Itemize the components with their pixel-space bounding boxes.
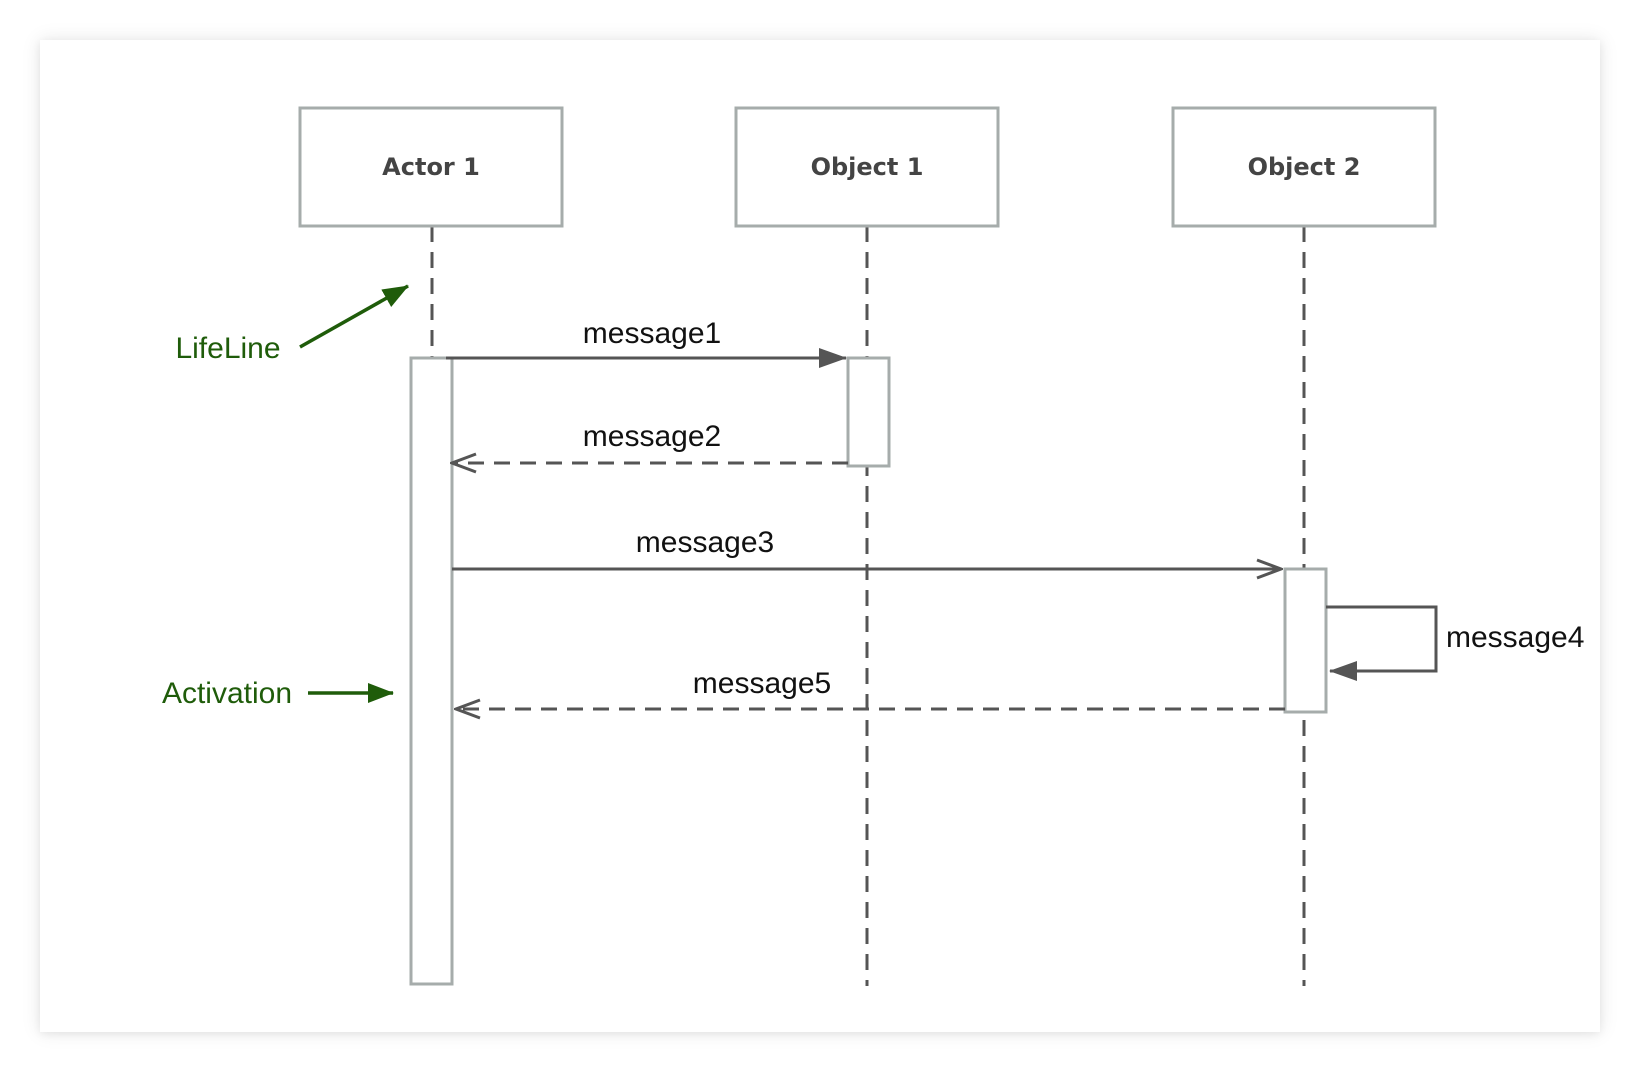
activation-object-2 [1283, 567, 1328, 714]
message-4-arrow [1326, 605, 1438, 681]
participant-label: Object 2 [1248, 153, 1361, 181]
annotation-lifeline-arrow [299, 284, 409, 349]
annotation-activation-label: Activation [162, 677, 292, 710]
annotation-activation: Activation [162, 677, 394, 710]
annotation-lifeline: LifeLine [175, 284, 409, 365]
participant-box [298, 106, 564, 228]
participant-box [1171, 106, 1437, 228]
message-4-label: message4 [1446, 621, 1584, 654]
message-1-label: message1 [583, 317, 721, 350]
participant-object-1: Object 1 [734, 106, 1000, 228]
activation-object-1 [846, 356, 891, 468]
participant-label: Object 1 [811, 153, 924, 181]
message-2-label: message2 [583, 420, 721, 453]
participant-label: Actor 1 [382, 153, 480, 181]
annotation-lifeline-label: LifeLine [175, 332, 280, 365]
activation-actor-1 [409, 356, 454, 986]
participant-actor-1: Actor 1 [298, 106, 564, 228]
participant-object-2: Object 2 [1171, 106, 1437, 228]
message-5-label: message5 [693, 667, 831, 700]
participant-box [734, 106, 1000, 228]
message-3-label: message3 [636, 526, 774, 559]
